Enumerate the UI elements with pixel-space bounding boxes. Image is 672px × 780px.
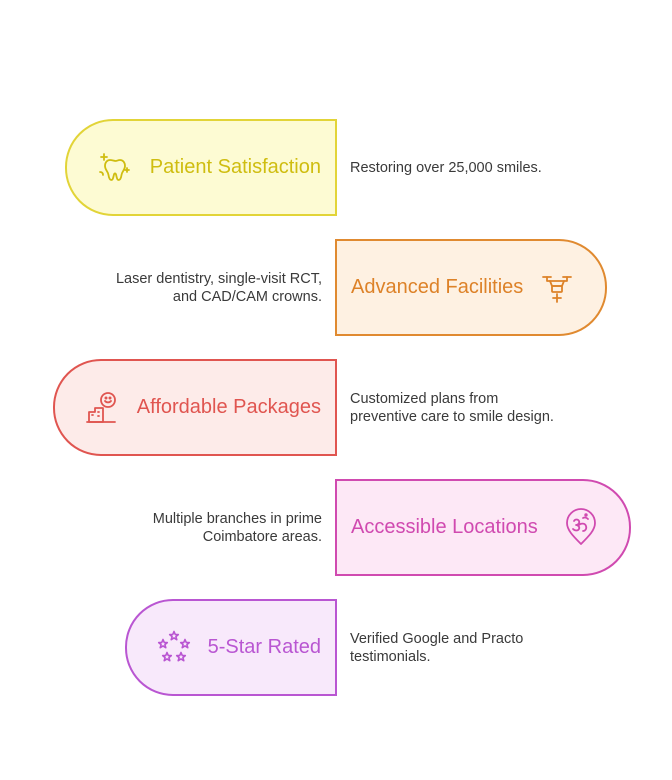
item-title: Accessible Locations (351, 516, 538, 538)
om-location-pin-icon (561, 507, 601, 548)
item-advanced-facilities: Advanced Facilities (335, 239, 607, 336)
tooth-sparkle-icon (96, 148, 136, 188)
five-stars-icon (154, 628, 194, 668)
happy-customer-icon (83, 388, 123, 428)
item-title: Advanced Facilities (351, 276, 524, 298)
item-5-star-rated: 5-Star Rated (125, 599, 337, 696)
item-description: Multiple branches in prime Coimbatore ar… (152, 511, 322, 545)
item-title: 5-Star Rated (207, 636, 321, 658)
item-description: Verified Google and Practo testimonials. (350, 631, 524, 665)
item-affordable-packages: Affordable Packages (53, 359, 337, 456)
item-title: Affordable Packages (136, 396, 321, 418)
item-accessible-locations: Accessible Locations (335, 479, 631, 576)
item-patient-satisfaction: Patient Satisfaction (65, 119, 337, 216)
item-title: Patient Satisfaction (149, 156, 321, 178)
item-description: Laser dentistry, single-visit RCT, and C… (115, 271, 322, 305)
medical-drone-icon (537, 268, 577, 308)
item-description: Customized plans from preventive care to… (350, 391, 554, 425)
item-description: Restoring over 25,000 smiles. (350, 160, 542, 176)
